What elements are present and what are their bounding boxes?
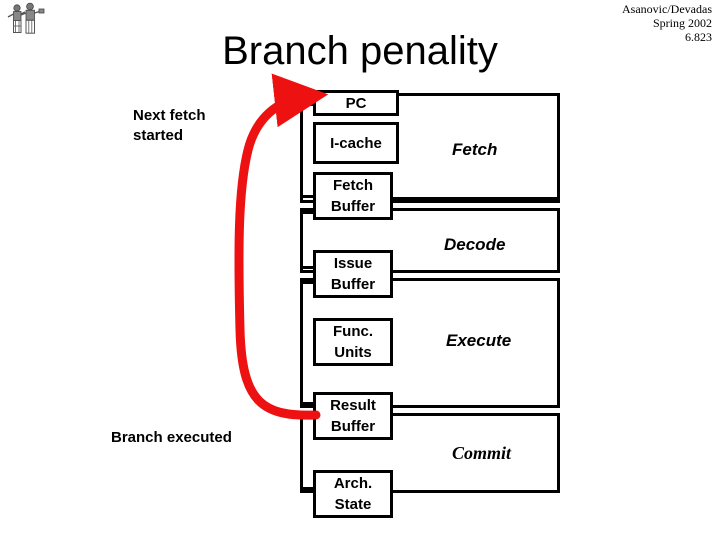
rail-commit-bottom <box>393 490 560 493</box>
unit-box-pc: PC <box>313 90 399 116</box>
rail-decode-top <box>393 208 560 211</box>
stage-spine-fetch <box>300 103 303 198</box>
stage-label-commit: Commit <box>452 443 512 463</box>
stage-label-execute: Execute <box>446 331 512 350</box>
rail-execute-top <box>393 278 560 281</box>
two-figures-logo-icon <box>4 2 48 42</box>
connector-spine-to-arch-state <box>300 487 320 490</box>
header-line-term: Spring 2002 <box>652 16 712 30</box>
stage-spine-decode <box>300 211 303 269</box>
header-line-authors: Asanovic/Devadas <box>622 2 712 16</box>
rail-fetch-buffer-bottom <box>393 197 560 200</box>
rail-execute-bottom <box>393 405 560 408</box>
stage-label-fetch: Fetch <box>452 140 498 159</box>
annotation-branch-executed: Branch executed <box>111 429 232 446</box>
stage-label-decode: Decode <box>444 235 506 254</box>
unit-box-fetch-buffer: Fetch Buffer <box>313 172 393 220</box>
rail-commit-top <box>393 413 560 416</box>
stage-spine-execute <box>300 281 303 405</box>
annotation-next-fetch-started: Next fetch started <box>133 107 206 144</box>
unit-box-func-units: Func. Units <box>313 318 393 366</box>
unit-box-result-buffer: Result Buffer <box>313 392 393 440</box>
unit-box-arch-state: Arch. State <box>313 470 393 518</box>
unit-box-i-cache: I-cache <box>313 122 399 164</box>
rail-decode-bottom <box>393 270 560 273</box>
unit-box-issue-buffer: Issue Buffer <box>313 250 393 298</box>
stage-spine-commit <box>300 416 303 490</box>
page-title: Branch penality <box>222 29 498 73</box>
course-header: Asanovic/Devadas Spring 2002 6.823 <box>622 2 712 44</box>
header-line-course-number: 6.823 <box>685 30 712 44</box>
rail-fetch-top <box>399 93 560 96</box>
